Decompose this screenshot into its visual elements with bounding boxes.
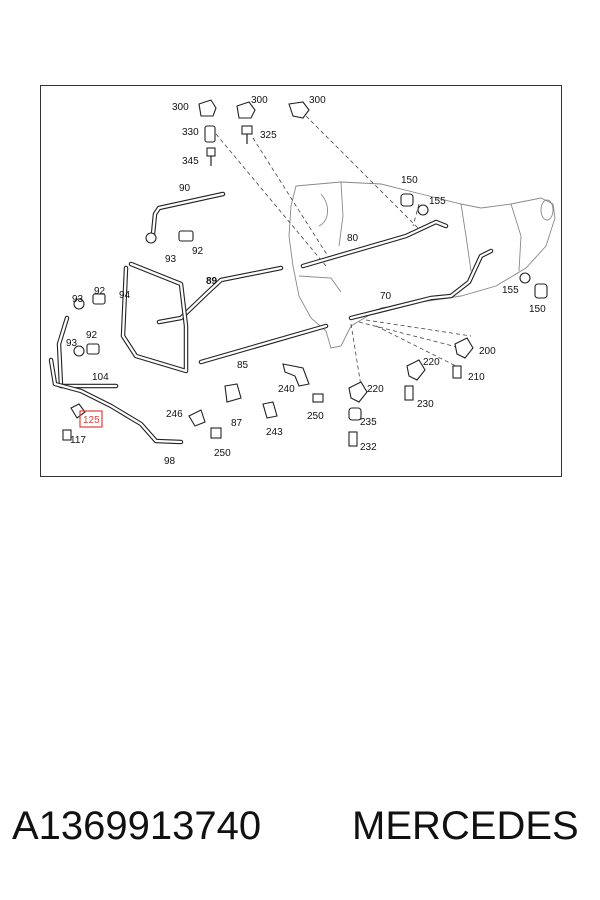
callout-80: 80 [347, 233, 359, 244]
parts-diagram: 300 300 300 330 325 345 90 93 92 150 155… [40, 85, 562, 477]
callout-155-a: 155 [429, 196, 446, 207]
callout-85: 85 [237, 360, 249, 371]
pipes [48, 191, 494, 445]
callout-300-c: 300 [309, 95, 326, 106]
callout-92-a: 92 [192, 246, 204, 257]
callout-155-b: 155 [502, 285, 519, 296]
diagram-drawing: 300 300 300 330 325 345 90 93 92 150 155… [48, 95, 556, 467]
callout-230: 230 [417, 399, 434, 410]
callout-300-b: 300 [251, 95, 268, 106]
callout-150-a: 150 [401, 175, 418, 186]
callout-243: 243 [266, 427, 283, 438]
callout-200: 200 [479, 346, 496, 357]
callout-250-b: 250 [214, 448, 231, 459]
callout-93-b: 93 [72, 294, 84, 305]
callout-240: 240 [278, 384, 295, 395]
callout-125-highlighted: 125 [83, 415, 100, 426]
callout-117: 117 [70, 435, 86, 446]
callout-232: 232 [360, 442, 377, 453]
callout-300-a: 300 [172, 102, 189, 113]
transmission-outline [288, 181, 556, 349]
fittings [62, 99, 548, 447]
callout-87: 87 [231, 418, 243, 429]
callout-250-a: 250 [307, 411, 324, 422]
callout-330: 330 [182, 127, 199, 138]
callout-220-b: 220 [367, 384, 384, 395]
callout-325: 325 [260, 130, 277, 141]
callout-235: 235 [360, 417, 377, 428]
callout-104: 104 [92, 372, 109, 383]
callout-93-a: 93 [165, 254, 177, 265]
callout-90: 90 [179, 183, 191, 194]
callout-345: 345 [182, 156, 199, 167]
callout-94: 94 [119, 290, 131, 301]
part-number: A1369913740 [12, 804, 262, 848]
callout-98: 98 [164, 456, 176, 467]
callout-93-c: 93 [66, 338, 78, 349]
callout-220-a: 220 [423, 357, 440, 368]
callout-150-b: 150 [529, 304, 546, 315]
highlight-box-125 [79, 410, 103, 428]
callout-92-b: 92 [94, 286, 106, 297]
footer-caption: A1369913740 MERCEDES [0, 800, 600, 860]
brand-name: MERCEDES [352, 804, 579, 848]
callout-labels: 300 300 300 330 325 345 90 93 92 150 155… [66, 95, 546, 467]
callout-246: 246 [166, 409, 183, 420]
callout-210: 210 [468, 372, 485, 383]
callout-89: 89 [206, 276, 218, 287]
callout-92-c: 92 [86, 330, 98, 341]
callout-70: 70 [380, 291, 392, 302]
